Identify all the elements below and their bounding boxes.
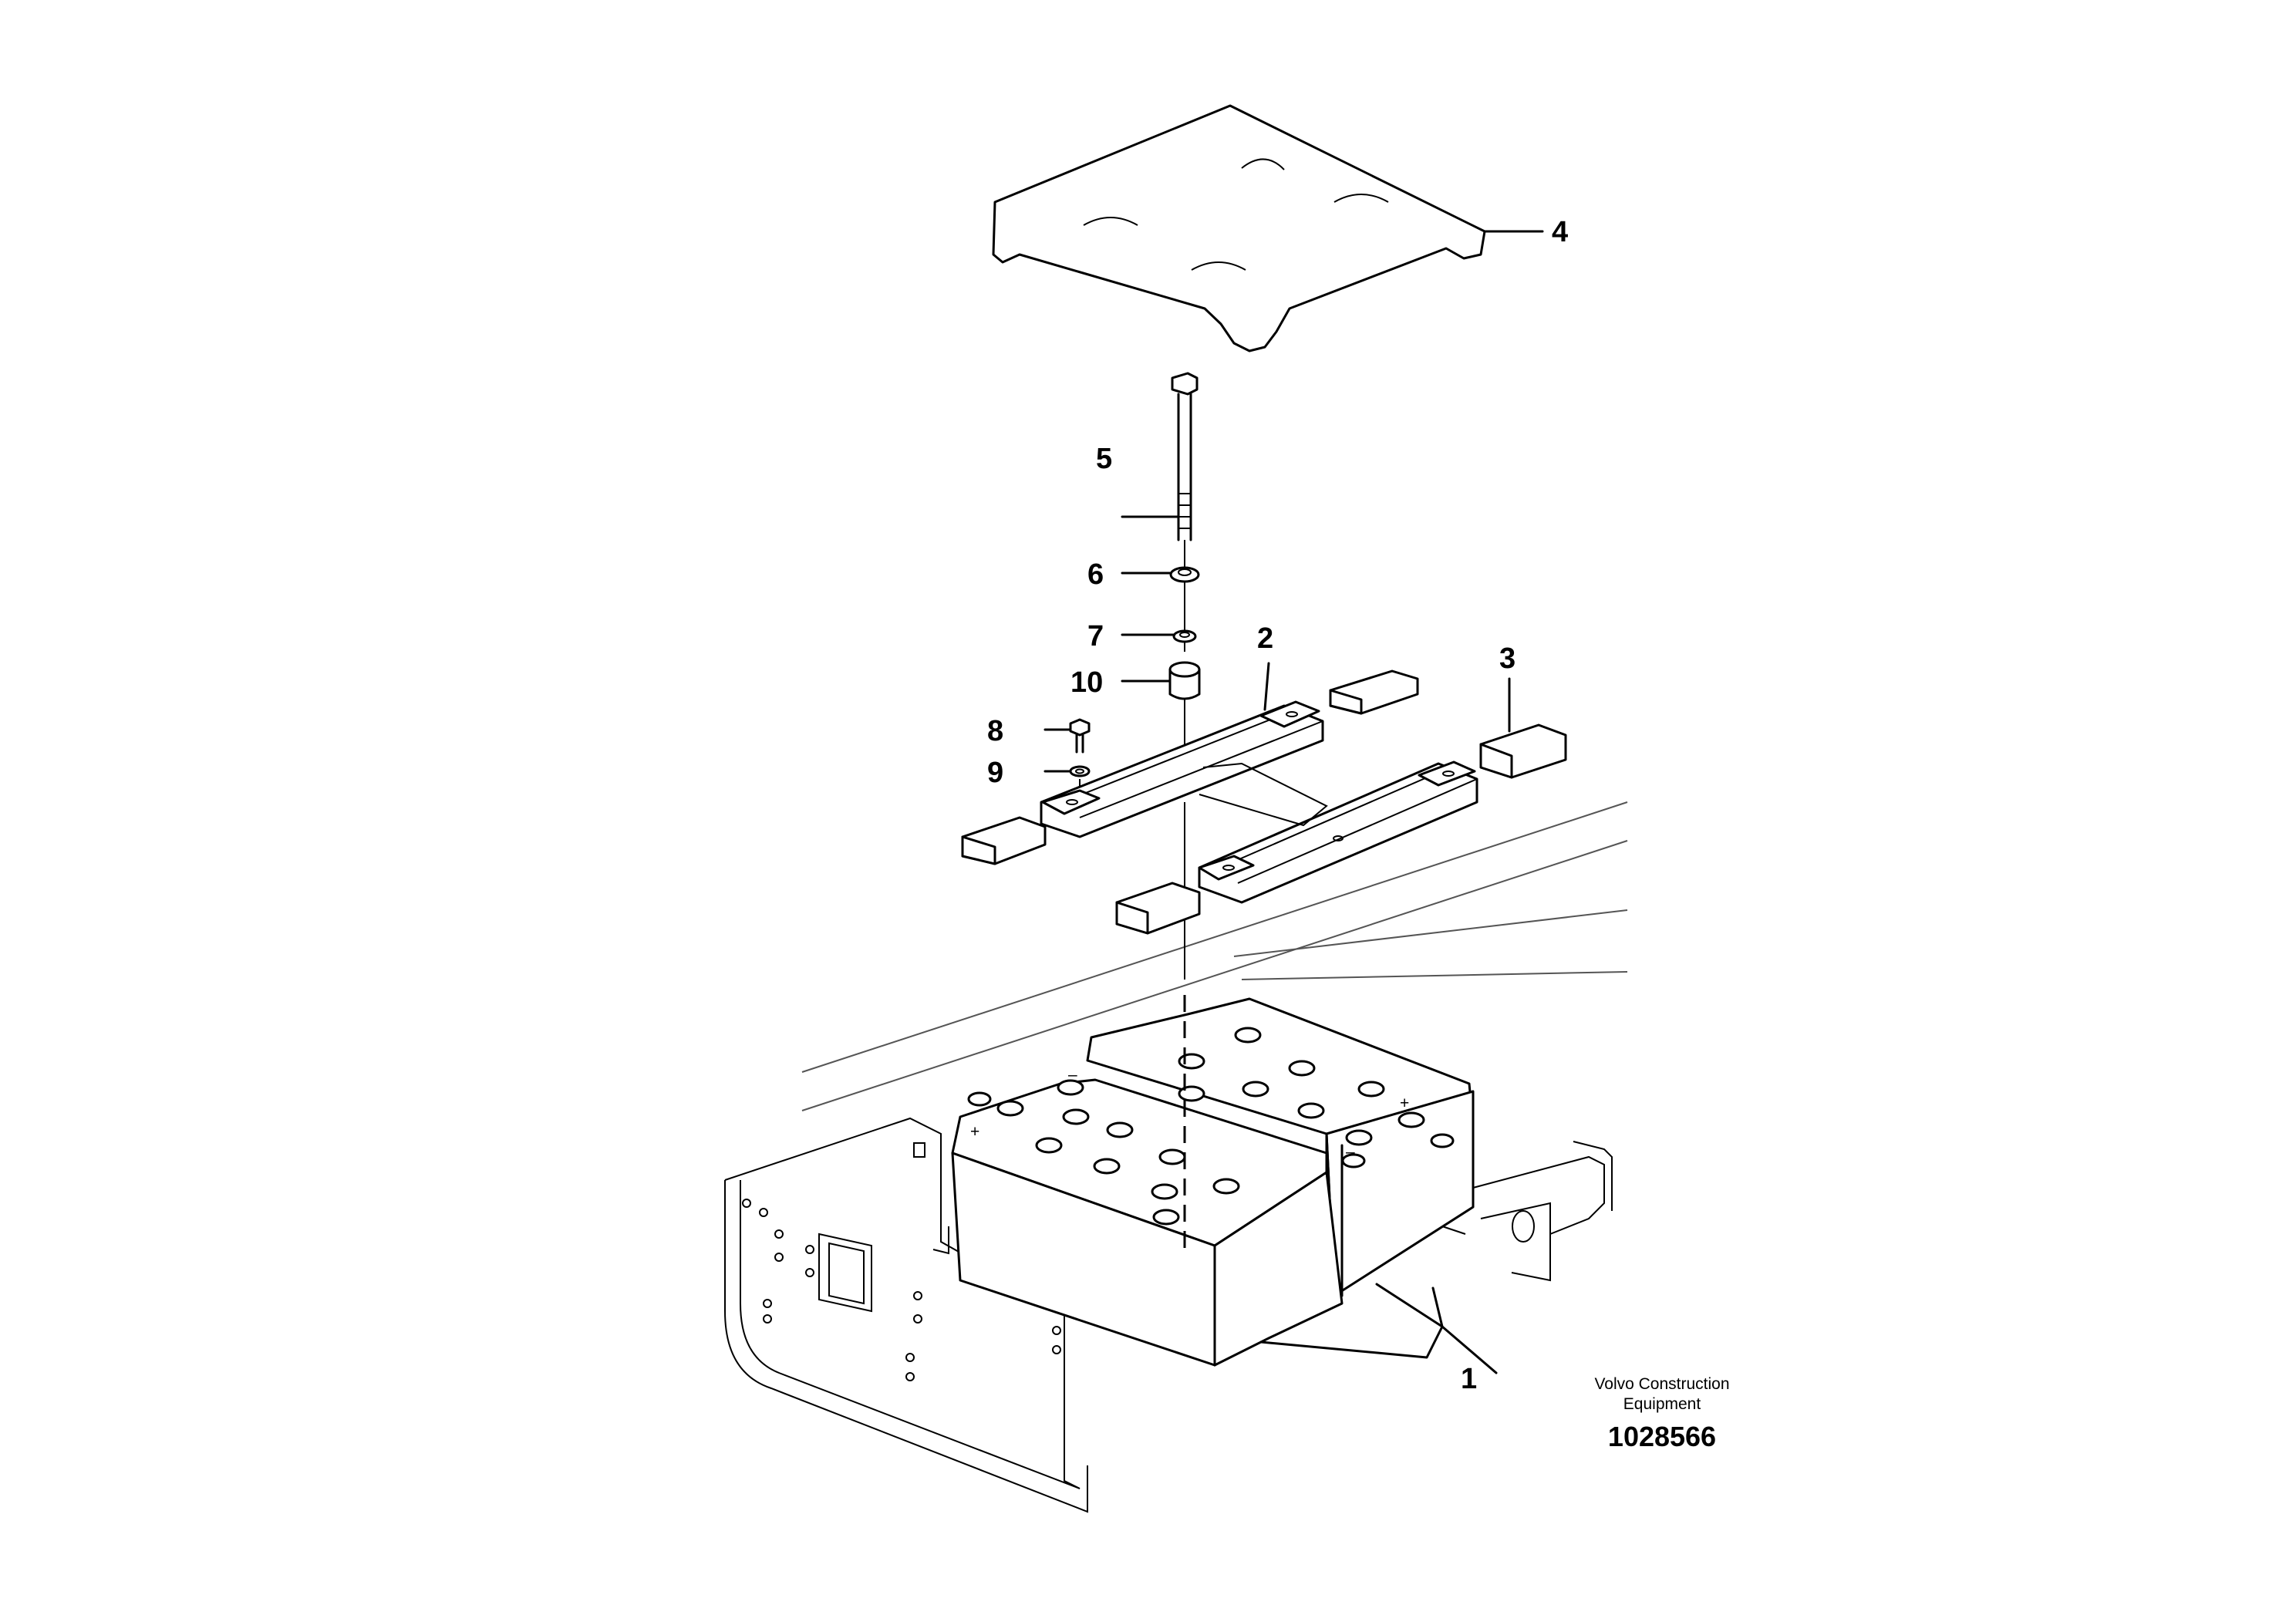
- end-cap-c: [961, 816, 1047, 865]
- callout-labels: 1 2 3 4 5 6 7 8 9 10: [987, 216, 1568, 1395]
- document-number: 1028566: [1608, 1421, 1716, 1452]
- spacer-sleeve: [1168, 661, 1201, 700]
- leader-lines: [1043, 230, 1544, 1374]
- battery-front: + –: [951, 1066, 1344, 1367]
- callout-9: 9: [987, 757, 1003, 789]
- end-cap-a: [1329, 669, 1419, 715]
- callout-4: 4: [1552, 216, 1568, 248]
- callout-6: 6: [1087, 558, 1104, 591]
- battery-rear-terminals: [1178, 1027, 1455, 1168]
- callout-8: 8: [987, 715, 1003, 747]
- callout-5: 5: [1096, 443, 1112, 475]
- long-bolt: [1171, 372, 1199, 541]
- hold-down-bar-rear: [1198, 760, 1478, 904]
- end-cap-d: [1115, 882, 1201, 935]
- svg-text:–: –: [1346, 1143, 1355, 1161]
- washer-6: [1169, 566, 1200, 583]
- caption-company: Volvo Construction: [1594, 1375, 1729, 1393]
- washer-7: [1172, 629, 1197, 643]
- battery-front-terminals: [967, 1079, 1240, 1226]
- battery-cover-plate: [992, 104, 1486, 352]
- callout-10: 10: [1070, 666, 1103, 699]
- washer-9: [1069, 765, 1091, 777]
- hold-down-bar-front: [1040, 700, 1324, 838]
- callout-7: 7: [1087, 620, 1104, 653]
- callout-3: 3: [1499, 642, 1515, 675]
- screw-8: [1069, 718, 1091, 754]
- svg-text:–: –: [1068, 1066, 1077, 1084]
- caption-block: Volvo Construction Equipment 1028566: [1594, 1375, 1729, 1452]
- callout-2: 2: [1257, 622, 1273, 655]
- battery-rear: + –: [1086, 997, 1475, 1297]
- svg-text:+: +: [1400, 1094, 1409, 1112]
- svg-text:+: +: [970, 1123, 979, 1141]
- machine-frame: [724, 801, 1628, 1513]
- caption-company-line2: Equipment: [1623, 1395, 1701, 1413]
- callout-1: 1: [1461, 1363, 1477, 1395]
- end-cap-b: [1479, 723, 1567, 779]
